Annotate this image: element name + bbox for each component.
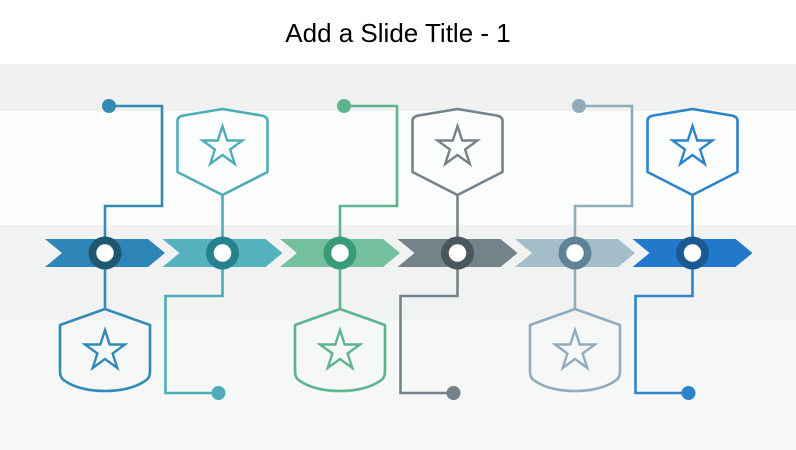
connector-endpoint-dot bbox=[211, 386, 226, 400]
badge-shield bbox=[58, 307, 152, 393]
background-band bbox=[0, 0, 796, 64]
timeline-node-4[interactable] bbox=[397, 107, 518, 400]
node-core bbox=[683, 244, 702, 262]
connector-endpoint-dot bbox=[681, 386, 696, 400]
connector-zigzag bbox=[634, 253, 694, 395]
connector-zigzag bbox=[338, 104, 399, 253]
node-core bbox=[213, 244, 232, 262]
star-icon bbox=[198, 122, 247, 168]
connector-endpoint-dot bbox=[102, 99, 116, 113]
timeline-node-6[interactable] bbox=[632, 107, 753, 400]
connector-endpoint-dot bbox=[446, 386, 461, 400]
timeline-node-5[interactable] bbox=[515, 99, 635, 393]
connector-zigzag bbox=[103, 104, 164, 253]
node-core bbox=[566, 244, 584, 262]
connector-endpoint-dot bbox=[572, 99, 586, 113]
timeline-node-1[interactable] bbox=[45, 99, 165, 393]
badge-shield bbox=[293, 307, 387, 393]
star-icon bbox=[668, 122, 717, 168]
background-band bbox=[0, 64, 796, 111]
star-icon bbox=[433, 122, 482, 168]
node-core bbox=[448, 244, 467, 262]
badge-shield bbox=[646, 107, 739, 197]
node-core bbox=[96, 244, 114, 262]
badge-shield bbox=[411, 107, 504, 197]
connector-endpoint-dot bbox=[337, 99, 351, 113]
background-band bbox=[0, 320, 796, 450]
slide-title[interactable]: Add a Slide Title - 1 bbox=[285, 18, 511, 48]
connector-zigzag bbox=[573, 104, 634, 253]
timeline-node-3[interactable] bbox=[280, 99, 400, 393]
timeline-node-2[interactable] bbox=[162, 107, 283, 400]
node-core bbox=[331, 244, 349, 262]
connector-zigzag bbox=[164, 253, 224, 395]
star-icon bbox=[81, 326, 129, 372]
connector-zigzag bbox=[399, 253, 459, 395]
star-icon bbox=[551, 326, 599, 372]
badge-shield bbox=[528, 307, 622, 393]
star-icon bbox=[316, 326, 364, 372]
badge-shield bbox=[176, 107, 269, 197]
